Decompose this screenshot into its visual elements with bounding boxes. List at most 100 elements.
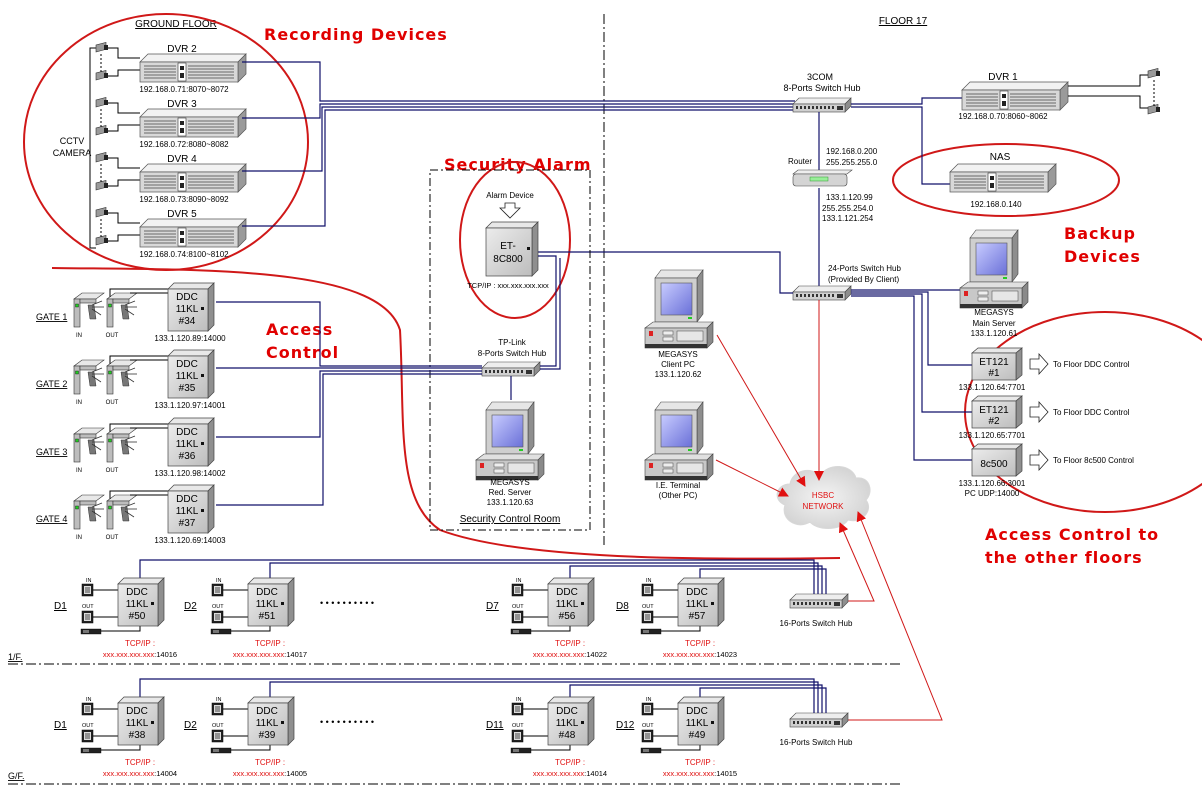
dvr-address: 192.168.0.74:8100~8102 <box>139 250 229 259</box>
ddc-label: 11KL <box>176 304 199 315</box>
door-label: D11 <box>486 720 504 731</box>
camera-icon <box>95 234 109 246</box>
turnstile-out-icon <box>106 427 138 463</box>
ddc-address: xxx.xxx.xxx.xxx:14016 <box>103 650 177 659</box>
dvr1-address: 192.168.0.70:8060~8062 <box>958 112 1048 121</box>
ddc-label: #38 <box>129 730 146 741</box>
card-reader-out-icon <box>511 610 524 624</box>
ddc-label: DDC <box>686 706 708 717</box>
address-port: :14016 <box>154 650 177 659</box>
card-reader-in-icon <box>511 583 524 597</box>
backup-devices-circle <box>892 143 1120 217</box>
gate-label: GATE 1 <box>36 312 67 322</box>
card-reader-in-icon <box>81 702 94 716</box>
ddc-label: DDC <box>256 706 278 717</box>
address-port: :14014 <box>584 769 607 778</box>
hsbc-network-label: NETWORK <box>803 502 845 511</box>
ddc-label: DDC <box>126 706 148 717</box>
turnstile-in-icon <box>73 494 105 530</box>
reader-label: OUT <box>212 723 224 729</box>
reader-label: OUT <box>82 723 94 729</box>
address-port: :14015 <box>714 769 737 778</box>
turnstile-label: IN <box>76 468 82 474</box>
nas-unit <box>949 163 1057 193</box>
alarm-unit-label: 8C800 <box>493 254 523 265</box>
red-server-label: MEGASYS <box>490 478 530 487</box>
nas-name: NAS <box>990 152 1011 163</box>
gate-label: GATE 4 <box>36 514 67 524</box>
ie-terminal-pc <box>644 401 714 481</box>
dvr1-unit <box>961 81 1069 111</box>
controller-address: 133.1.120.64:7701 <box>959 383 1026 392</box>
dvr-address: 192.168.0.71:8070~8072 <box>139 85 229 94</box>
camera-icon <box>95 179 109 191</box>
reader-label: OUT <box>212 604 224 610</box>
cctv-camera-label: CAMERA <box>53 148 92 158</box>
address-mask: xxx.xxx.xxx.xxx <box>663 769 715 778</box>
ddc-address: xxx.xxx.xxx.xxx:14022 <box>533 650 607 659</box>
camera-icon <box>95 96 109 108</box>
dvr-unit <box>139 218 247 248</box>
address-port: :14005 <box>284 769 307 778</box>
alarm-tcpip: TCP/IP : xxx.xxx.xxx.xxx <box>467 281 549 290</box>
controller-target: To Floor DDC Control <box>1053 408 1130 417</box>
reader-label: IN <box>216 697 222 703</box>
alarm-unit-et8c800 <box>485 221 539 277</box>
camera-icon <box>95 124 109 136</box>
camera-icon <box>1147 67 1161 79</box>
dvr-name: DVR 4 <box>167 154 197 165</box>
tcpip-label: TCP/IP : <box>255 758 285 767</box>
turnstile-in-icon <box>73 359 105 395</box>
ddc-label: #50 <box>129 611 146 622</box>
tplink-hub-label: 8-Ports Switch Hub <box>478 349 547 358</box>
reader-label: OUT <box>512 604 524 610</box>
ie-terminal-label: I.E. Terminal <box>656 481 701 490</box>
hub24-label: (Provided By Client) <box>828 275 899 284</box>
controller-address: 133.1.120.65:7701 <box>959 431 1026 440</box>
ddc-label: DDC <box>686 587 708 598</box>
camera-icon <box>95 69 109 81</box>
red-server-label: Red. Server <box>489 488 532 497</box>
ddc-label: DDC <box>556 706 578 717</box>
dvr-name: DVR 2 <box>167 44 197 55</box>
tcpip-label: TCP/IP : <box>555 639 585 648</box>
address-mask: xxx.xxx.xxx.xxx <box>533 769 585 778</box>
ddc-label: 11KL <box>686 718 709 729</box>
dvr-unit <box>139 108 247 138</box>
card-reader-in-icon <box>511 702 524 716</box>
dvr-unit <box>139 163 247 193</box>
ddc-label: 11KL <box>556 718 579 729</box>
reader-label: IN <box>86 578 92 584</box>
24-port-switch-hub <box>792 285 852 301</box>
turnstile-in-icon <box>73 292 105 328</box>
tcpip-label: TCP/IP : <box>685 758 715 767</box>
router-icon <box>792 169 853 187</box>
outline-arrow-right-icon <box>1029 353 1049 375</box>
door-lock-icon <box>510 628 532 635</box>
dvr-unit <box>139 53 247 83</box>
card-reader-in-icon <box>641 702 654 716</box>
controller-name: #2 <box>988 416 1000 427</box>
outline-arrow-right-icon <box>1029 401 1049 423</box>
card-reader-out-icon <box>641 610 654 624</box>
main-server-label: Main Server <box>972 319 1015 328</box>
ddc-address: 133.1.120.89:14000 <box>154 334 226 343</box>
ddc-label: DDC <box>556 587 578 598</box>
floor17-title: FLOOR 17 <box>879 16 928 27</box>
client-pc-ip: 133.1.120.62 <box>655 370 702 379</box>
address-mask: xxx.xxx.xxx.xxx <box>663 650 715 659</box>
camera-icon <box>95 41 109 53</box>
reader-label: OUT <box>642 723 654 729</box>
security-control-room-title: Security Control Room <box>460 514 561 525</box>
door-lock-icon <box>80 628 102 635</box>
3com-switch-hub <box>792 97 852 113</box>
turnstile-label: IN <box>76 333 82 339</box>
redundant-server-pc <box>475 401 545 481</box>
hsbc-network-label: HSBC <box>812 491 834 500</box>
access-control-annotation-2: Control <box>266 343 339 362</box>
controller-target: To Floor DDC Control <box>1053 360 1130 369</box>
card-reader-in-icon <box>81 583 94 597</box>
card-reader-in-icon <box>211 702 224 716</box>
